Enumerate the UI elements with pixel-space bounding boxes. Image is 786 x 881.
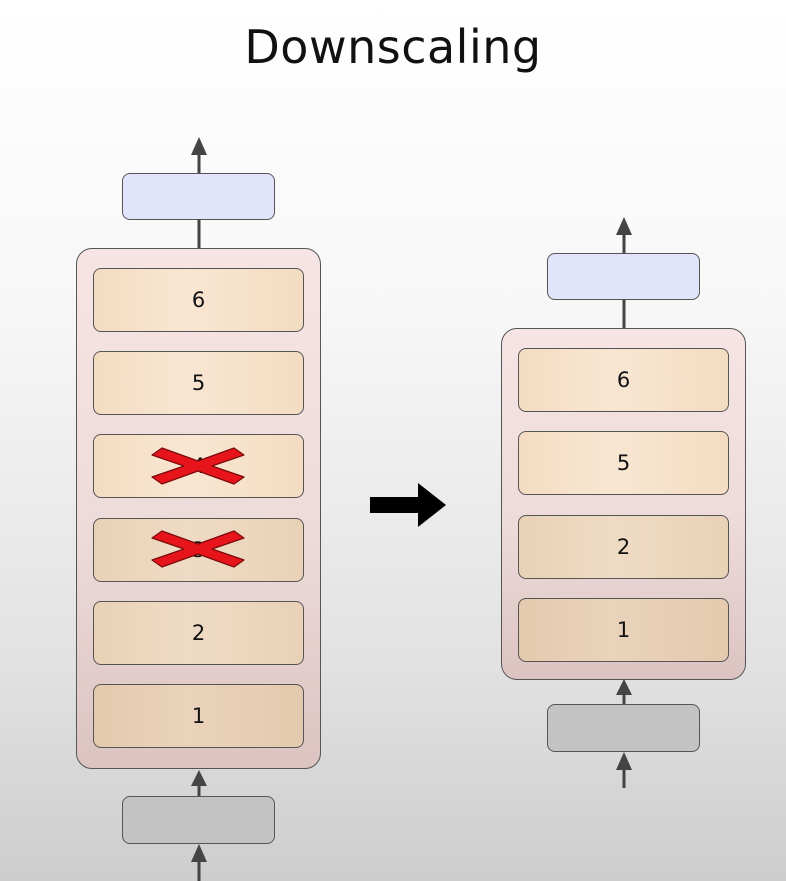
- transform-arrow-icon: [370, 483, 446, 527]
- right-layer-1: 1: [518, 598, 729, 662]
- left-layer-1: 1: [93, 684, 304, 748]
- right-input-block: [547, 704, 700, 752]
- right-output-block: [547, 253, 700, 300]
- right-output-connector: [622, 299, 626, 329]
- left-output-block: [122, 173, 275, 220]
- right-output-arrow: [616, 217, 632, 253]
- left-input-arrow-top: [191, 770, 207, 796]
- left-layer-2: 2: [93, 601, 304, 665]
- left-layer-6: 6: [93, 268, 304, 332]
- left-layer-stack: [76, 248, 321, 769]
- right-layer-5: 5: [518, 431, 729, 495]
- remove-layer-3-cross-icon: [151, 530, 245, 568]
- remove-layer-4-cross-icon: [151, 447, 245, 485]
- left-output-connector: [197, 219, 201, 249]
- left-input-block: [122, 796, 275, 844]
- right-layer-6: 6: [518, 348, 729, 412]
- right-input-arrow-top: [616, 679, 632, 705]
- right-input-arrow-bottom: [616, 752, 632, 788]
- left-layer-5: 5: [93, 351, 304, 415]
- left-input-arrow-bottom: [191, 844, 207, 881]
- left-output-arrow: [191, 137, 207, 173]
- diagram-title: Downscaling: [244, 20, 542, 74]
- right-layer-2: 2: [518, 515, 729, 579]
